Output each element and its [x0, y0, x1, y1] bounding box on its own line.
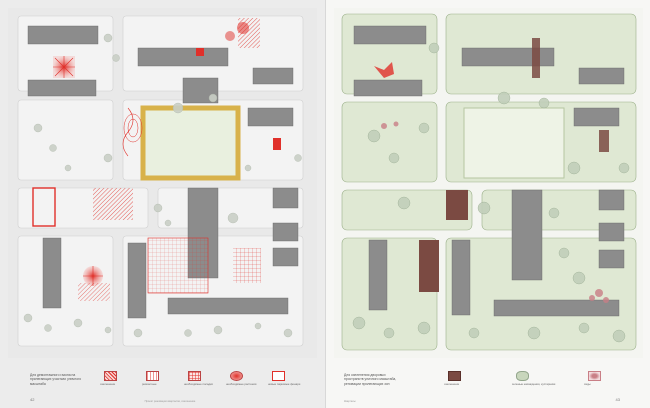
site-plan-right: [334, 8, 643, 358]
legend-swatch-grid: [188, 371, 201, 381]
footer-note: Кварталы: [344, 399, 356, 403]
legend-item: необходимые посадки: [184, 369, 214, 391]
legend-swatch-lines: [146, 371, 159, 381]
legend-label: новые парковые фонари: [268, 382, 301, 386]
legend-label: озеленение: [100, 382, 116, 386]
legend-label: озеленение: [444, 382, 460, 386]
legend-label: зеленые насаждения, кустарники: [512, 382, 556, 386]
legend-swatch-hatch: [104, 371, 117, 381]
legend-label: ремонтные: [142, 382, 157, 386]
tree-icon: [516, 371, 529, 381]
legend-swatch-circle: [230, 371, 243, 381]
footer-note: Проект реновации кварталов, озеленение: [144, 399, 196, 403]
legend-item: зеленые насаждения, кустарники: [512, 369, 562, 391]
site-plan-drawing-left: [8, 8, 317, 358]
legend-label: сады: [584, 382, 591, 386]
flower-icon: [588, 371, 601, 381]
legend-left: Для демонтажного газона на прилегающих у…: [30, 369, 320, 391]
legend-right: Для озеленения дворовых пространств улич…: [344, 369, 634, 391]
legend-item: озеленение: [100, 369, 130, 391]
left-page: Для демонтажного газона на прилегающих у…: [0, 0, 325, 408]
page-number: 43: [615, 397, 620, 402]
legend-label: необходимые посадки: [184, 382, 213, 386]
legend-item: озеленение: [444, 369, 474, 391]
page-number: 42: [30, 397, 35, 402]
legend-caption: Для демонтажного газона на прилегающих у…: [30, 373, 82, 386]
legend-item: необходимые растения: [226, 369, 256, 391]
legend-swatch-solid: [448, 371, 461, 381]
legend-item: новые парковые фонари: [268, 369, 300, 391]
legend-label: необходимые растения: [226, 382, 257, 386]
site-plan-drawing-right: [334, 8, 643, 358]
legend-item: ремонтные: [142, 369, 172, 391]
tree-icon: [272, 371, 285, 381]
site-plan-left: [8, 8, 317, 358]
right-page: Для озеленения дворовых пространств улич…: [325, 0, 650, 408]
legend-caption: Для озеленения дворовых пространств улич…: [344, 373, 397, 386]
legend-item: сады: [584, 369, 614, 391]
